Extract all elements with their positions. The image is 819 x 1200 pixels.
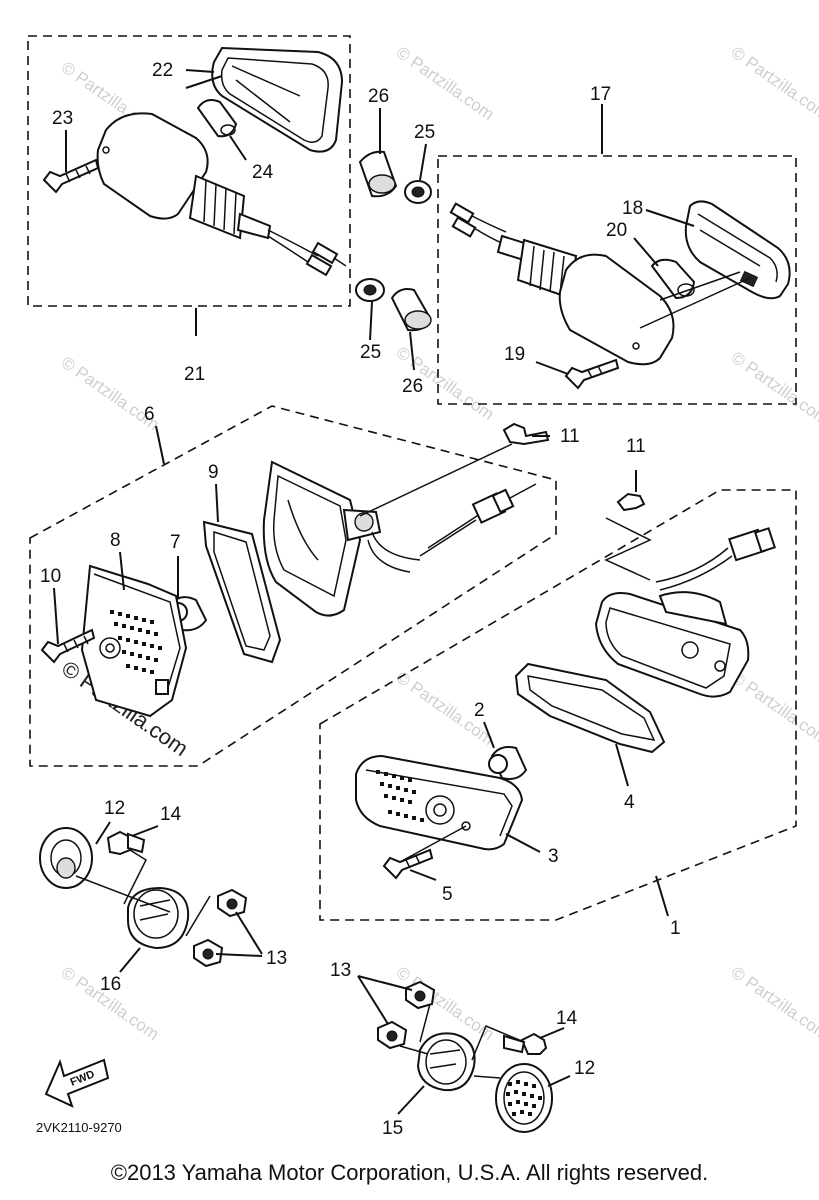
callout-20: 20 bbox=[606, 220, 627, 241]
leader-line bbox=[419, 143, 427, 181]
callout-7: 7 bbox=[170, 532, 181, 553]
assembly-1-boundary bbox=[319, 489, 797, 921]
leader-line bbox=[369, 301, 373, 341]
leader-line bbox=[215, 483, 219, 523]
callout-23: 23 bbox=[52, 108, 73, 129]
leader-line bbox=[131, 825, 159, 837]
callout-18: 18 bbox=[622, 198, 643, 219]
fwd-arrow-icon: FWD bbox=[44, 1058, 110, 1108]
callout-14b: 14 bbox=[556, 1008, 578, 1029]
callout-25b: 25 bbox=[360, 342, 381, 363]
assembly-17-boundary bbox=[437, 155, 797, 405]
leader-line bbox=[633, 237, 659, 267]
callout-12a: 12 bbox=[104, 798, 125, 819]
callout-8: 8 bbox=[110, 530, 121, 551]
leader-line bbox=[409, 331, 415, 371]
assembly-1-rear-right-flasher bbox=[319, 489, 797, 921]
callout-19: 19 bbox=[504, 344, 525, 365]
callout-21: 21 bbox=[184, 364, 205, 385]
watermark-text: © Partzilla.com bbox=[728, 668, 819, 749]
lens-grid bbox=[376, 770, 424, 822]
leader-line bbox=[185, 75, 223, 89]
leader-line bbox=[655, 875, 669, 917]
callout-numbers: 22 23 24 21 26 25 25 26 17 18 20 19 6 11… bbox=[40, 60, 681, 1139]
leader-line bbox=[539, 1027, 565, 1039]
leader-line bbox=[397, 1085, 425, 1115]
leader-line bbox=[155, 425, 165, 465]
grommets-25-26 bbox=[355, 150, 432, 332]
leader-line bbox=[95, 821, 111, 845]
callout-4: 4 bbox=[624, 792, 635, 813]
leader-line bbox=[229, 135, 247, 161]
copyright-footer: ©2013 Yamaha Motor Corporation, U.S.A. A… bbox=[110, 1160, 709, 1185]
leader-line bbox=[53, 587, 59, 645]
watermark-text: © Partzilla.com bbox=[728, 963, 819, 1044]
callout-22: 22 bbox=[152, 60, 173, 81]
callout-13a: 13 bbox=[266, 948, 287, 969]
callout-25a: 25 bbox=[414, 122, 435, 143]
leader-line bbox=[185, 69, 215, 73]
lens-grid bbox=[110, 610, 162, 674]
reflector-grid bbox=[506, 1080, 542, 1116]
leader-line bbox=[409, 869, 437, 881]
watermark-text: © Partzilla.com bbox=[393, 963, 498, 1044]
bracket-assembly-right bbox=[377, 980, 553, 1133]
assembly-17-front-right-flasher bbox=[437, 155, 797, 405]
callout-5: 5 bbox=[442, 884, 453, 905]
callout-16: 16 bbox=[100, 974, 121, 995]
callout-14a: 14 bbox=[160, 804, 182, 825]
diagram-code: 2VK2110-9270 bbox=[36, 1120, 122, 1135]
watermark-text: © Partzilla.com bbox=[728, 43, 819, 124]
assembly-6-boundary bbox=[29, 405, 557, 767]
watermark-text: © Partzilla.com bbox=[393, 43, 498, 124]
leader-line bbox=[615, 743, 629, 787]
leader-line bbox=[235, 911, 263, 955]
callout-6: 6 bbox=[144, 404, 155, 425]
callout-10: 10 bbox=[40, 566, 61, 587]
leader-line bbox=[215, 953, 263, 957]
callout-11b: 11 bbox=[626, 436, 646, 457]
callout-26b: 26 bbox=[402, 376, 423, 397]
assembly-21-boundary bbox=[27, 35, 351, 307]
bracket-assembly-left bbox=[39, 827, 248, 968]
leader-line bbox=[505, 833, 541, 853]
callout-3: 3 bbox=[548, 846, 559, 867]
callout-11a: 11 bbox=[560, 426, 580, 447]
callout-12b: 12 bbox=[574, 1058, 595, 1079]
callout-13b: 13 bbox=[330, 960, 351, 981]
leader-line bbox=[119, 947, 141, 973]
callout-17: 17 bbox=[590, 84, 611, 105]
callout-2: 2 bbox=[474, 700, 485, 721]
leader-line bbox=[535, 361, 569, 375]
watermark-text: © Partzilla.com bbox=[728, 348, 819, 429]
leader-line bbox=[119, 551, 125, 591]
callout-9: 9 bbox=[208, 462, 219, 483]
leader-line bbox=[547, 1075, 571, 1087]
leader-line bbox=[483, 721, 495, 749]
callout-15: 15 bbox=[382, 1118, 403, 1139]
assembly-6-rear-left-flasher bbox=[29, 405, 557, 767]
callout-26a: 26 bbox=[368, 86, 389, 107]
leader-line bbox=[357, 975, 389, 1025]
callout-24: 24 bbox=[252, 162, 274, 183]
leader-line bbox=[645, 209, 695, 227]
callout-1: 1 bbox=[670, 918, 681, 939]
leader-line bbox=[357, 975, 413, 991]
